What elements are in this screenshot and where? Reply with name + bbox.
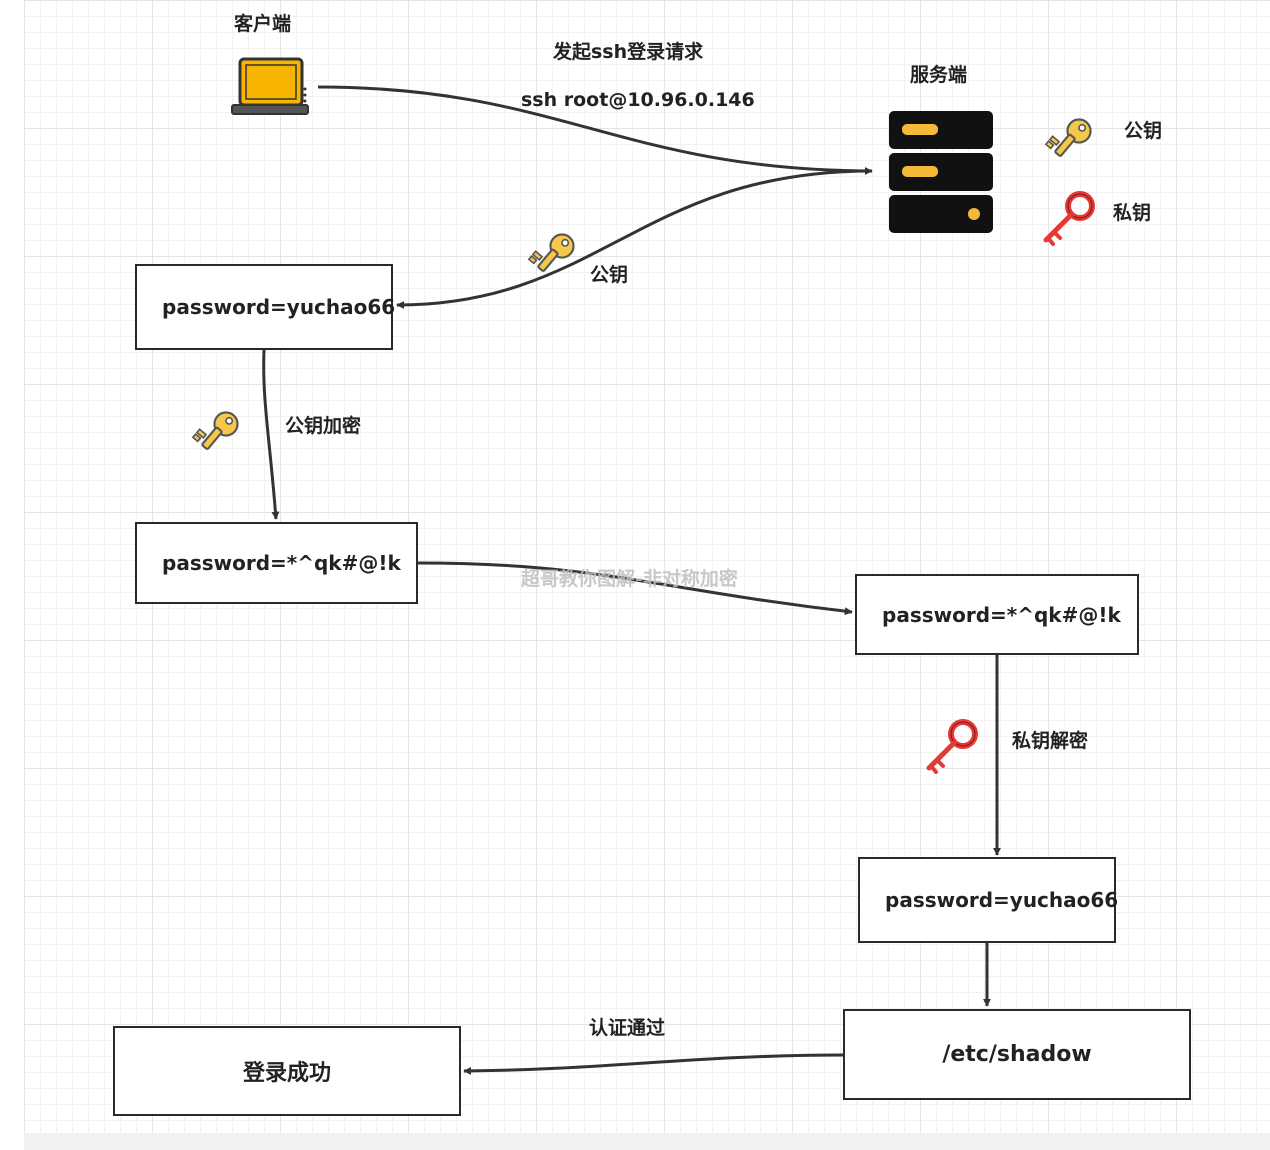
server-encrypted-password-text: password=*^qk#@!k [882, 602, 1121, 627]
legend-public-key-label: 公钥 [1124, 120, 1163, 142]
client-plain-password-text: password=yuchao66 [162, 295, 396, 319]
laptop-icon [231, 57, 309, 115]
arrow-send-encrypted [417, 561, 853, 616]
private-key-legend-icon [1046, 194, 1092, 244]
arrow-auth-pass [463, 1053, 844, 1075]
encrypt-step-label: 公钥加密 [285, 415, 362, 437]
arrow-public-key-encrypt [262, 349, 280, 520]
request-title-label: 发起ssh登录请求 [553, 41, 704, 63]
server-plain-password-box: password=yuchao66 [858, 857, 1119, 943]
canvas-bottom-strip [24, 1133, 1270, 1150]
auth-pass-label: 认证通过 [589, 1017, 666, 1039]
public-key-legend-icon [1044, 118, 1092, 158]
watermark-text: 超哥教你图解-非对称加密 [521, 568, 738, 590]
arrow-ssh-request [317, 85, 873, 175]
server-icon [889, 111, 993, 233]
server-label: 服务端 [910, 64, 968, 86]
shadow-file-text: /etc/shadow [942, 1042, 1092, 1067]
arrow-public-key-return [396, 169, 873, 309]
request-command-label: ssh root@10.96.0.146 [521, 89, 755, 111]
client-plain-password-box: password=yuchao66 [135, 264, 396, 350]
client-encrypted-password-box: password=*^qk#@!k [135, 522, 418, 604]
send-public-key-label: 公钥 [590, 264, 629, 286]
server-plain-password-text: password=yuchao66 [885, 888, 1119, 912]
decrypt-step-label: 私钥解密 [1012, 730, 1089, 752]
legend-private-key-label: 私钥 [1113, 202, 1152, 224]
grid-canvas [24, 0, 1270, 1133]
login-success-box: 登录成功 [113, 1026, 461, 1116]
server-encrypted-password-box: password=*^qk#@!k [855, 574, 1139, 655]
shadow-file-box: /etc/shadow [843, 1009, 1191, 1100]
login-success-text: 登录成功 [242, 1061, 331, 1086]
client-encrypted-password-text: password=*^qk#@!k [162, 551, 401, 575]
public-key-encrypt-icon [191, 411, 239, 451]
private-key-decrypt-icon [929, 722, 975, 772]
client-label: 客户端 [234, 13, 292, 35]
